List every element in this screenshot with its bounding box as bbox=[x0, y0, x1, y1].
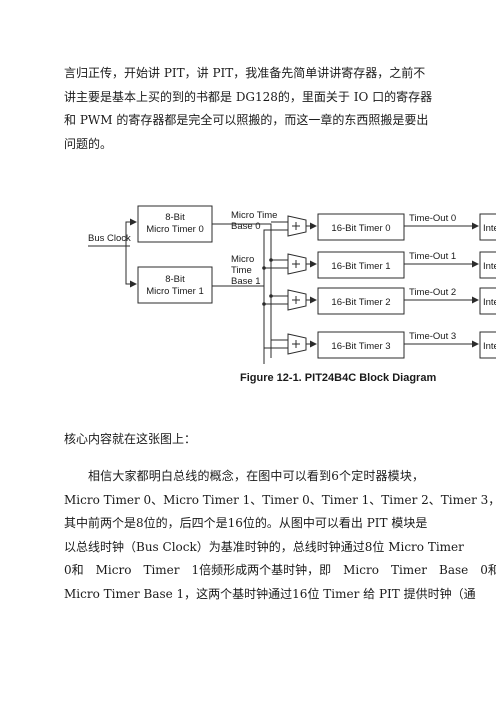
timer-0-block: 16-Bit Timer 0 bbox=[317, 213, 405, 241]
interrupt-block-2: Inter bbox=[479, 287, 496, 315]
mux-taps bbox=[262, 221, 288, 349]
bus-to-mt0-wire bbox=[125, 218, 137, 246]
text-line: 和 PWM 的寄存器都是完全可以照搬的，而这一章的东西照搬是要出 bbox=[64, 113, 429, 128]
micro-timer-0-label-1: 8-Bit bbox=[165, 212, 185, 223]
mux-3 bbox=[287, 333, 307, 355]
time-out-3-label: Time-Out 3 bbox=[409, 331, 456, 342]
text-line: Micro Timer Base 1，这两个基时钟通过16位 Timer 给 P… bbox=[64, 586, 476, 601]
interrupt-block-0: Inter bbox=[479, 213, 496, 241]
core-content-line: 核心内容就在这张图上： bbox=[64, 432, 197, 446]
text-line: 言归正传，开始讲 PIT，讲 PIT，我准备先简单讲讲寄存器，之前不 bbox=[64, 66, 426, 80]
mux-2 bbox=[287, 289, 307, 311]
intro-paragraph: 言归正传，开始讲 PIT，讲 PIT，我准备先简单讲讲寄存器，之前不 讲主要是基… bbox=[64, 62, 433, 156]
interrupt-block-3: Inter bbox=[479, 331, 496, 359]
time-base-0-label-1: Micro Time bbox=[231, 210, 277, 221]
interrupt-label-1: Inter bbox=[483, 261, 496, 272]
time-out-2-label: Time-Out 2 bbox=[409, 287, 456, 298]
text-line: 其中前两个是8位的，后四个是16位的。从图中可以看出 PIT 模块是 bbox=[64, 516, 428, 531]
time-base-1-label-2: Time bbox=[231, 265, 252, 276]
text-line: 讲主要是基本上买的到的书都是 DG128的，里面关于 IO 口的寄存器 bbox=[64, 89, 433, 104]
time-base-0-label-2: Base 0 bbox=[231, 221, 261, 232]
interrupt-block-1: Inter bbox=[479, 251, 496, 279]
timer-2-label: 16-Bit Timer 2 bbox=[331, 297, 390, 308]
timer-1-block: 16-Bit Timer 1 bbox=[317, 251, 405, 279]
text-line: 问题的。 bbox=[64, 136, 113, 151]
micro-timer-0-block: 8-Bit Micro Timer 0 bbox=[137, 205, 213, 243]
time-base-1-label-3: Base 1 bbox=[231, 276, 261, 287]
text-line: 相信大家都明白总线的概念，在图中可以看到6个定时器模块， bbox=[88, 469, 424, 483]
timer-2-block: 16-Bit Timer 2 bbox=[317, 287, 405, 315]
text-line: 0和 Micro Timer 1倍频形成两个基时钟，即 Micro Timer … bbox=[64, 563, 496, 578]
interrupt-label-2: Inter bbox=[483, 297, 496, 308]
micro-timer-1-label-2: Micro Timer 1 bbox=[146, 286, 204, 297]
time-base-1-label-1: Micro bbox=[231, 254, 254, 265]
mux-0 bbox=[287, 215, 307, 237]
micro-timer-1-label-1: 8-Bit bbox=[165, 274, 185, 285]
pit-block-diagram: Bus Clock 8-Bit Micro Timer 0 8-Bit Micr… bbox=[84, 180, 496, 385]
micro-timer-0-label-2: Micro Timer 0 bbox=[146, 224, 204, 235]
time-out-0-label: Time-Out 0 bbox=[409, 213, 456, 224]
micro-timer-1-block: 8-Bit Micro Timer 1 bbox=[137, 266, 213, 304]
bus-to-mt1-wire bbox=[125, 246, 137, 288]
time-out-1-label: Time-Out 1 bbox=[409, 251, 456, 262]
timer-0-label: 16-Bit Timer 0 bbox=[331, 223, 390, 234]
text-line: Micro Timer 0、Micro Timer 1、Timer 0、Time… bbox=[64, 492, 496, 507]
mux-1 bbox=[287, 253, 307, 275]
timer-1-label: 16-Bit Timer 1 bbox=[331, 261, 390, 272]
timer-3-label: 16-Bit Timer 3 bbox=[331, 341, 390, 352]
bus-clock-label: Bus Clock bbox=[88, 233, 131, 244]
time-base-0-bus bbox=[212, 223, 272, 358]
interrupt-label-0: Inter bbox=[483, 223, 496, 234]
figure-caption: Figure 12-1. PIT24B4C Block Diagram bbox=[240, 372, 436, 384]
interrupt-label-3: Inter bbox=[483, 341, 496, 352]
text-line: 以总线时钟（Bus Clock）为基准时钟的，总线时钟通过8位 Micro Ti… bbox=[64, 539, 464, 554]
timer-3-block: 16-Bit Timer 3 bbox=[317, 331, 405, 359]
explanation-paragraph: 相信大家都明白总线的概念，在图中可以看到6个定时器模块， Micro Timer… bbox=[64, 465, 496, 607]
